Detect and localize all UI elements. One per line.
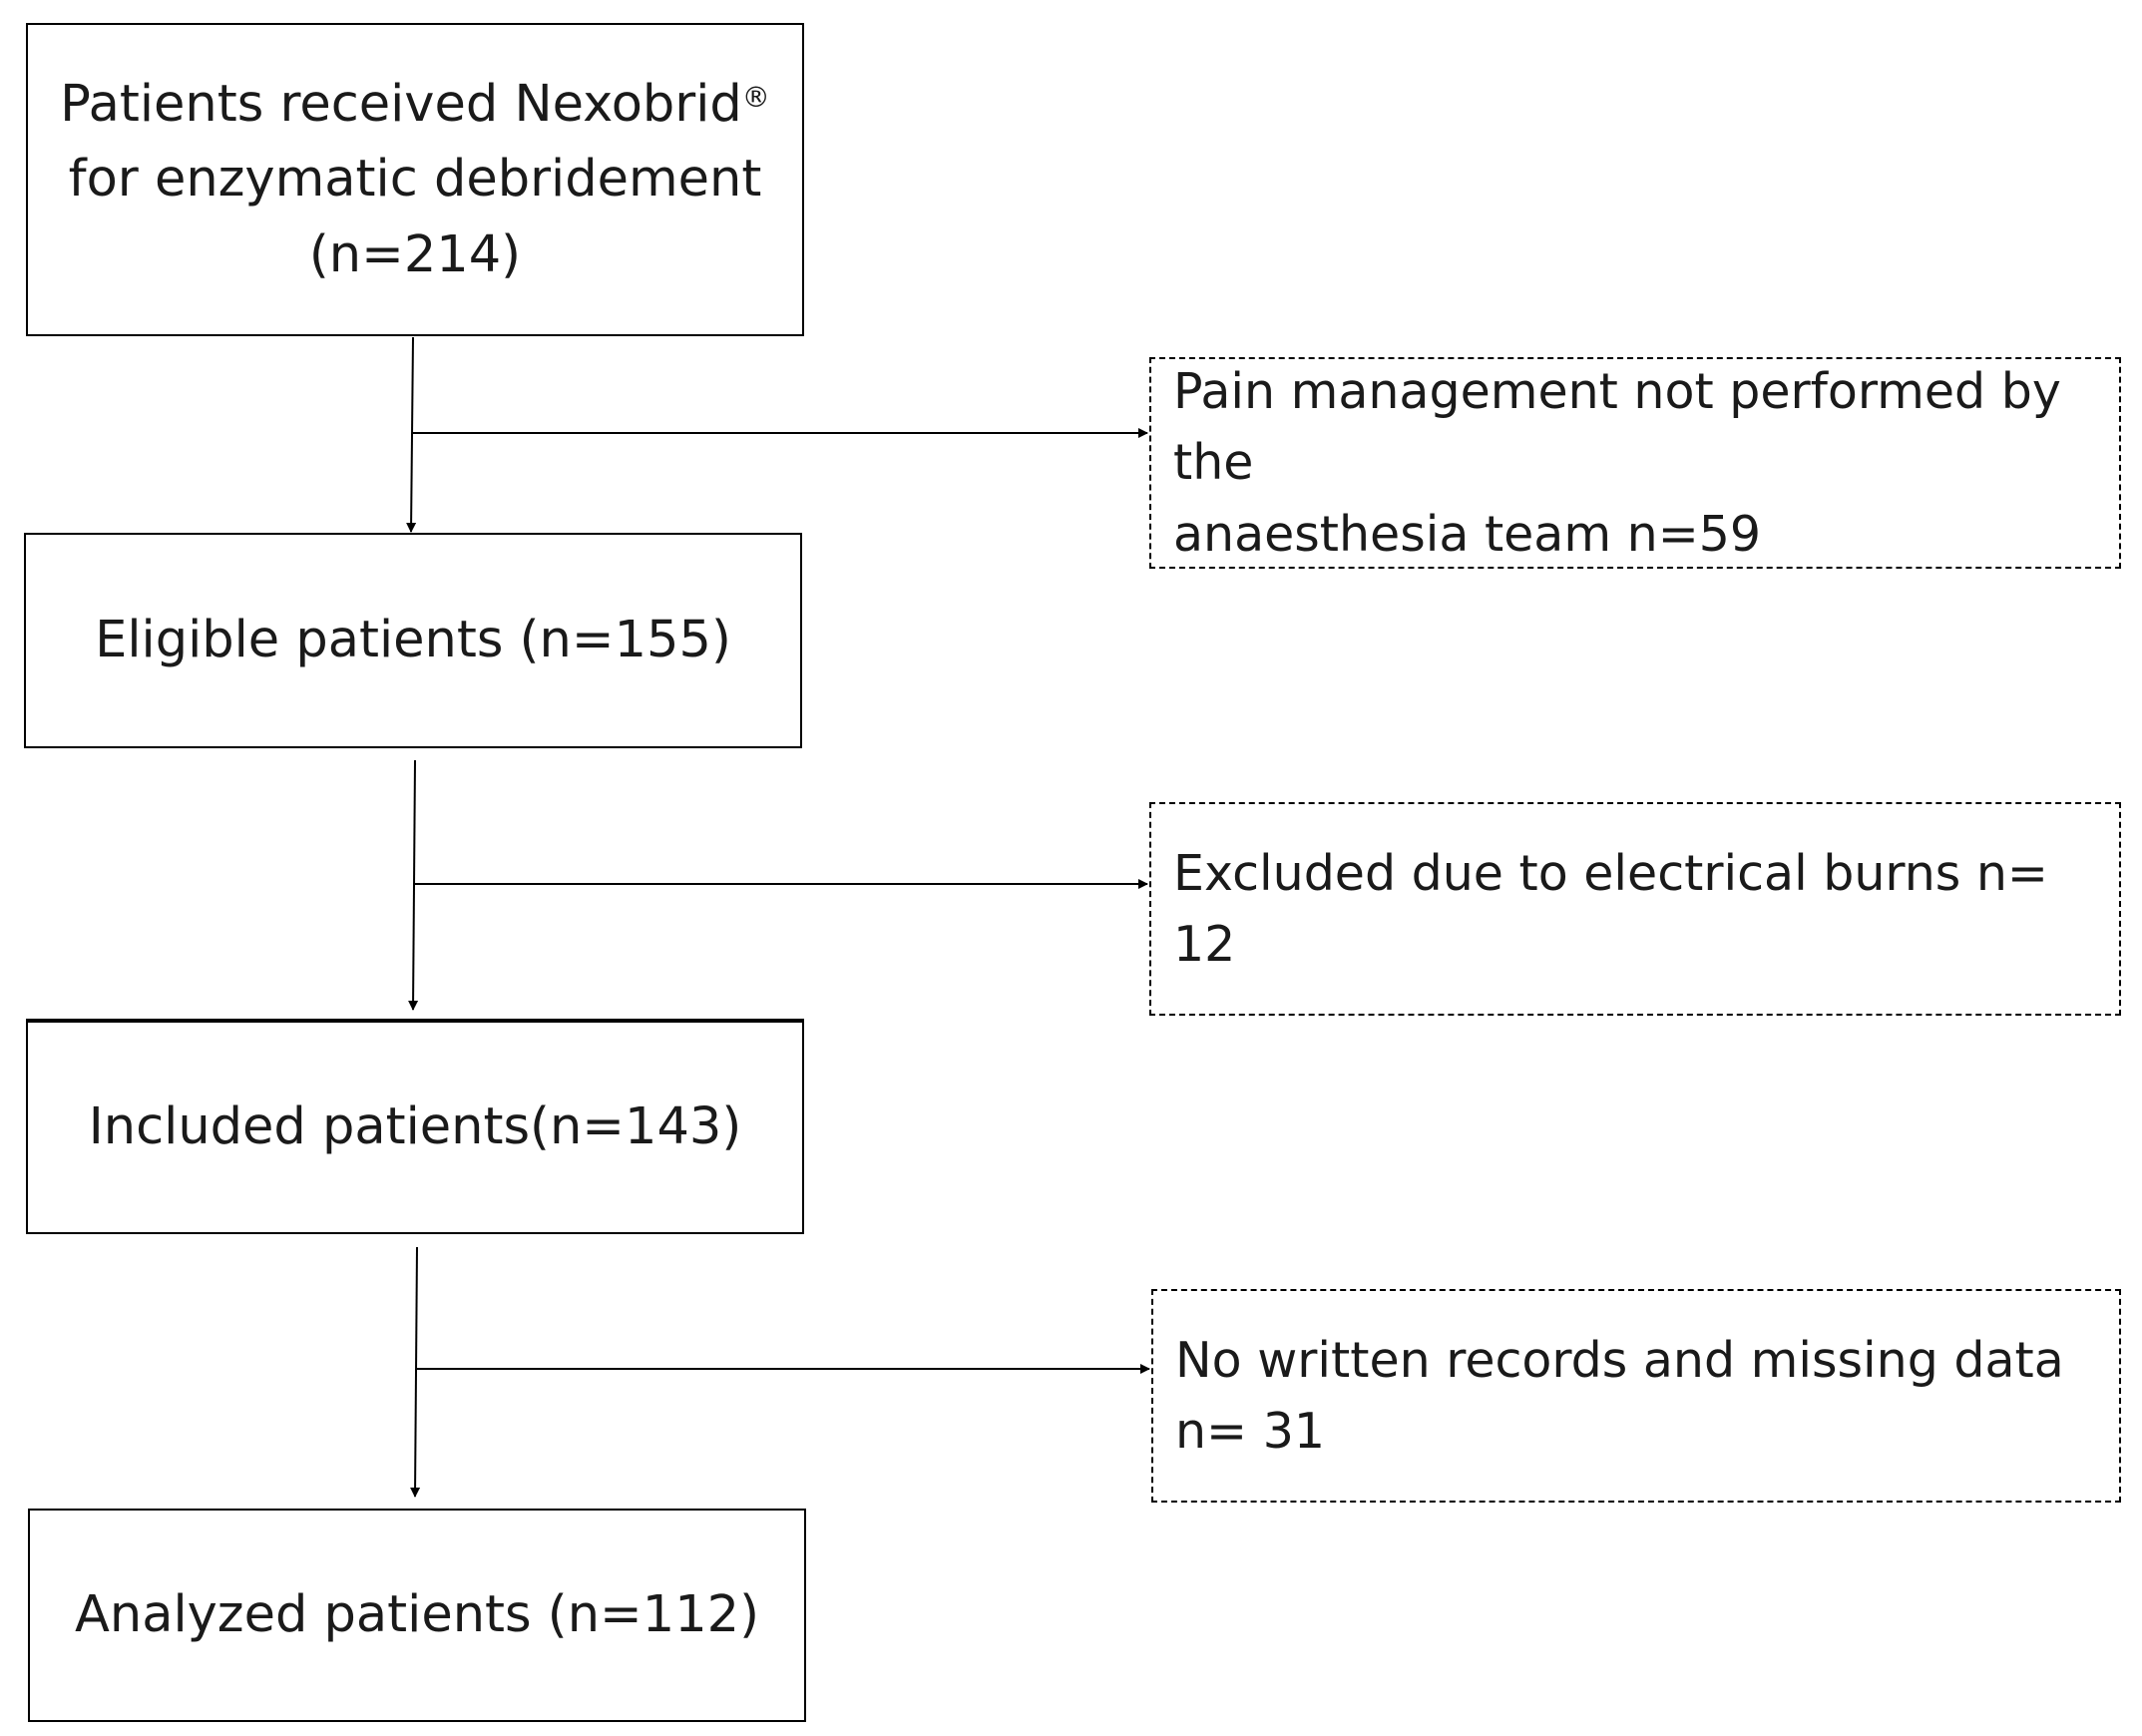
box-analyzed-patients: Analyzed patients (n=112) [28,1509,806,1722]
box-analyzed-patients-text: Analyzed patients (n=112) [74,1585,759,1645]
exclusion-pain-management-text: Pain management not performed by the ana… [1173,356,2099,569]
box-included-patients: Included patients(n=143) [26,1019,804,1234]
exclusion-pain-management-line2: anaesthesia team n=59 [1173,505,1762,563]
box-patients-received-count: (n=214) [308,224,522,284]
arrow-start-to-eligible [406,336,417,533]
arrow-included-to-analyzed [410,1246,421,1498]
nexobrid-label: Patients received Nexobrid [60,74,742,134]
exclusion-electrical-burns: Excluded due to electrical burns n= 12 [1149,802,2121,1016]
exclusion-missing-records-line1: No written records and missing data [1175,1331,2064,1389]
box-eligible-patients-text: Eligible patients (n=155) [95,611,731,670]
box-patients-received: Patients received Nexobrid® for enzymati… [26,23,804,336]
box-included-patients-text: Included patients(n=143) [88,1097,742,1157]
box-patients-received-text: Patients received Nexobrid® for enzymati… [60,67,770,292]
box-eligible-patients: Eligible patients (n=155) [24,533,802,748]
box-patients-received-line2: for enzymatic debridement [68,150,762,210]
exclusion-electrical-burns-text: Excluded due to electrical burns n= 12 [1173,844,2048,973]
registered-mark: ® [741,80,770,114]
exclusion-missing-records: No written records and missing data n= 3… [1151,1289,2121,1503]
box-patients-received-line1: Patients received Nexobrid® [60,67,770,142]
exclusion-pain-management: Pain management not performed by the ana… [1149,357,2121,569]
exclusion-missing-records-line2: n= 31 [1175,1403,1326,1460]
exclusion-pain-management-line1: Pain management not performed by the [1173,363,2061,492]
exclusion-missing-records-text: No written records and missing data n= 3… [1175,1325,2064,1467]
